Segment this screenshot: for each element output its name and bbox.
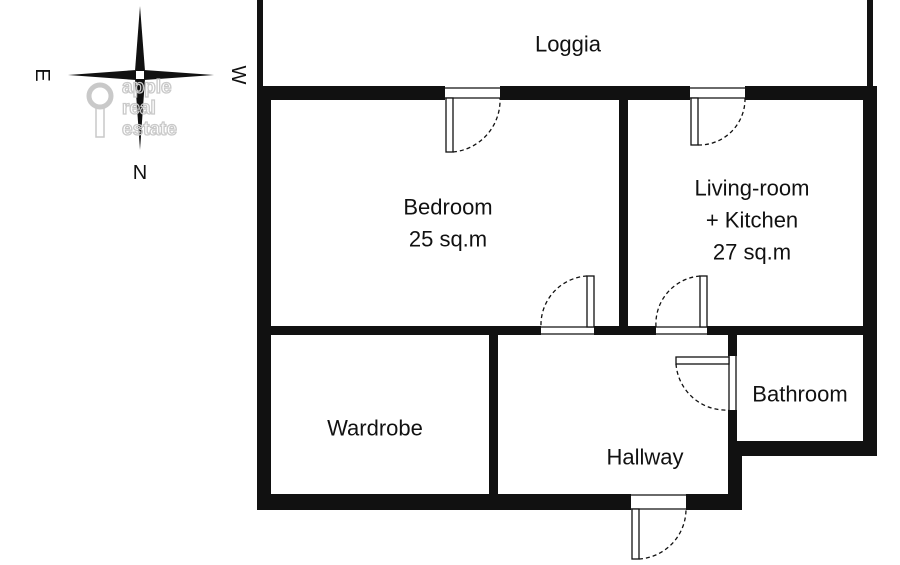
- compass-south-needle: [135, 79, 145, 150]
- door-hallway-bedroom: [540, 275, 595, 335]
- hallway-label: Hallway: [606, 445, 683, 470]
- door-hallway-bathroom: [675, 356, 737, 411]
- door-hallway-living: [655, 275, 708, 335]
- bathroom-label: Bathroom: [752, 382, 847, 407]
- door-loggia-living: [690, 87, 746, 146]
- compass-east-needle: [68, 70, 136, 80]
- compass-rose: E W N: [31, 6, 249, 184]
- watermark-line1: apple: [122, 77, 172, 98]
- interior-walls: [269, 98, 867, 496]
- key-icon: [86, 82, 114, 110]
- compass-west-letter: W: [227, 66, 249, 85]
- room-labels: Loggia Bedroom 25 sq.m Living-room + Kit…: [327, 32, 848, 470]
- door-loggia-bedroom: [445, 87, 501, 153]
- bedroom-label: Bedroom: [403, 195, 492, 220]
- exterior-walls: [257, 86, 877, 510]
- kitchen-label: + Kitchen: [706, 208, 798, 233]
- loggia-walls: [257, 0, 873, 88]
- living-room-label: Living-room: [695, 176, 810, 201]
- wardrobe-label: Wardrobe: [327, 416, 423, 441]
- loggia-label: Loggia: [535, 32, 602, 57]
- compass-north-needle: [135, 6, 145, 71]
- watermark-line3: estate: [122, 119, 177, 140]
- watermark-line2: real: [122, 98, 156, 119]
- compass-north-letter: N: [133, 162, 147, 184]
- bedroom-area: 25 sq.m: [409, 227, 487, 252]
- doors: [445, 87, 746, 560]
- key-shaft: [95, 106, 105, 138]
- living-room-area: 27 sq.m: [713, 240, 791, 265]
- door-entrance: [631, 494, 687, 560]
- compass-west-needle: [144, 70, 214, 80]
- watermark-logo: apple real estate: [86, 76, 178, 141]
- compass-east-letter: E: [31, 68, 53, 81]
